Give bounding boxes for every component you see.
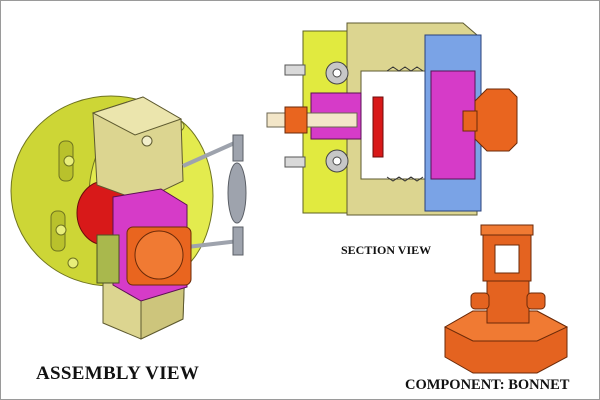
assembly-orange-bonnet-cap (134, 230, 184, 280)
section-stem (266, 112, 358, 128)
assembly-tie-rod (182, 134, 247, 256)
section-stem-seal (284, 106, 308, 134)
bonnet-lug (526, 292, 546, 310)
section-orange-hub (462, 110, 478, 132)
assembly-upper-yoke-top (91, 96, 183, 136)
assembly-view-label: ASSEMBLY VIEW (36, 363, 200, 384)
bonnet-column (486, 276, 530, 324)
section-red-seal (372, 96, 384, 158)
assembly-yoke-screw (141, 135, 153, 147)
assembly-green-bracket (96, 234, 120, 284)
section-bearings (325, 61, 349, 173)
component-bonnet-label: COMPONENT: BONNET (405, 377, 570, 393)
section-cavity (360, 70, 432, 180)
assembly-view-drawing (10, 95, 247, 340)
bonnet-yoke (482, 230, 532, 282)
section-orange-handwheel (474, 88, 518, 152)
bonnet-hex-top (443, 310, 569, 342)
bonnet-lug (470, 292, 490, 310)
section-guide-pins (284, 64, 306, 168)
section-view-label: SECTION VIEW (341, 243, 432, 257)
bonnet-yoke-top (480, 224, 534, 236)
section-springs (386, 66, 424, 182)
component-bonnet-drawing (443, 224, 569, 374)
section-view-drawing (266, 22, 518, 216)
